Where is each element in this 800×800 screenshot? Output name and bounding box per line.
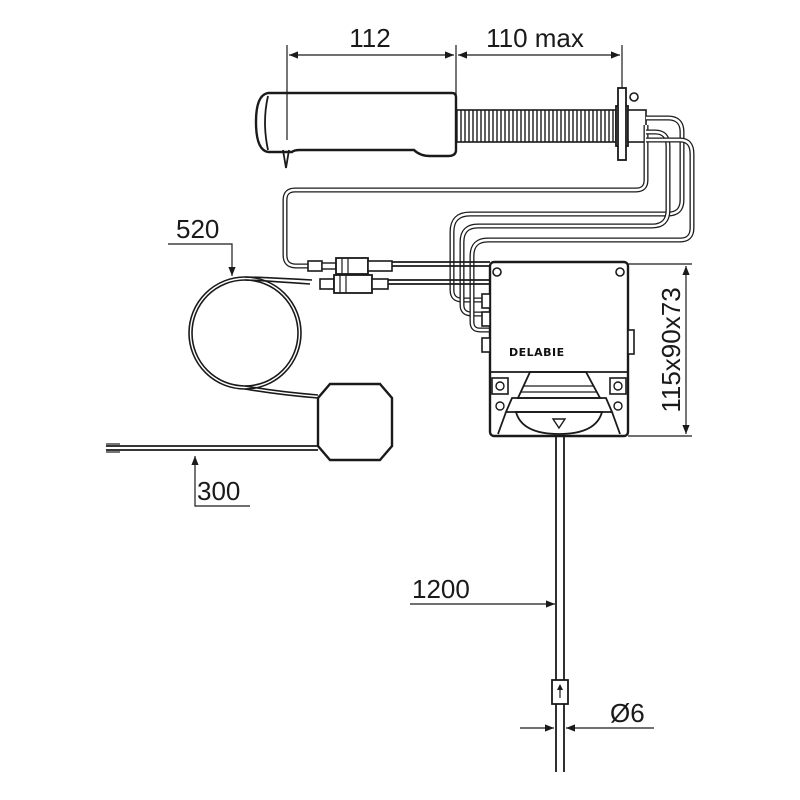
dimension-power-cable-label: 300 bbox=[197, 476, 240, 506]
dimension-power-cable: 300 bbox=[191, 456, 250, 507]
dimension-spout-length: 112 bbox=[286, 23, 457, 140]
brand-label: DELABIE bbox=[509, 346, 565, 359]
dimension-hose-length-label: 1200 bbox=[412, 574, 470, 604]
supply-hose bbox=[551, 436, 569, 772]
dimension-spout-length-label: 112 bbox=[349, 23, 390, 53]
dimension-tube-length-label: 110 max bbox=[486, 23, 584, 53]
spout-cables bbox=[282, 115, 695, 333]
dimension-hose-diameter: Ø6 bbox=[520, 698, 654, 732]
dimension-tube-length: 110 max bbox=[458, 23, 623, 92]
power-supply-block bbox=[106, 382, 394, 462]
cable-connectors bbox=[307, 257, 490, 294]
threaded-tube bbox=[455, 109, 617, 143]
dimension-sensor-cable: 520 bbox=[168, 214, 236, 276]
dimension-box-size-label: 115x90x73 bbox=[656, 287, 686, 412]
dimension-box-size: 115x90x73 bbox=[628, 263, 692, 437]
dimension-hose-length: 1200 bbox=[410, 574, 555, 608]
control-box: DELABIE bbox=[481, 260, 635, 438]
fixing-nut bbox=[615, 87, 647, 161]
coiled-cable bbox=[188, 276, 319, 399]
spout-body bbox=[254, 91, 458, 169]
dimension-hose-diameter-label: Ø6 bbox=[610, 698, 645, 728]
dimension-sensor-cable-label: 520 bbox=[176, 214, 219, 244]
